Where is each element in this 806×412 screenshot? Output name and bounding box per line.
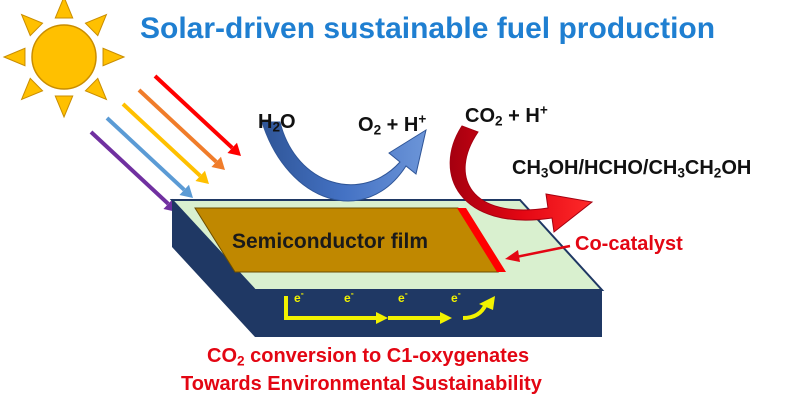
sun-ray bbox=[84, 77, 108, 101]
electron-label: e- bbox=[344, 288, 354, 305]
light-ray bbox=[121, 102, 202, 178]
sun-ray bbox=[2, 47, 26, 67]
sun-ray bbox=[20, 77, 44, 101]
light-ray bbox=[153, 74, 234, 150]
red-curved-arrow bbox=[449, 125, 594, 233]
electron-label: e- bbox=[398, 288, 408, 305]
light-rays bbox=[89, 74, 241, 212]
sun-ray bbox=[102, 47, 126, 67]
substrate-slab bbox=[169, 199, 605, 337]
footer-line-2: Towards Environmental Sustainability bbox=[181, 373, 542, 395]
electron-label: e- bbox=[294, 288, 304, 305]
light-ray bbox=[137, 88, 218, 164]
light-ray-head bbox=[211, 156, 225, 170]
co-catalyst-strip bbox=[457, 208, 506, 272]
diagram-title: Solar-driven sustainable fuel production bbox=[140, 12, 716, 45]
sun-ray bbox=[84, 13, 108, 37]
sun-ray bbox=[20, 13, 44, 37]
electron-flow-arrows bbox=[284, 296, 495, 324]
oxygen-proton-label: O2 + H+ bbox=[358, 111, 427, 138]
light-ray bbox=[89, 130, 170, 206]
products-label: CH3OH/HCHO/CH3CH2OH bbox=[512, 157, 752, 181]
semiconductor-film-label: Semiconductor film bbox=[232, 230, 429, 253]
electron-label: e- bbox=[451, 288, 461, 305]
blue-curved-arrow bbox=[261, 121, 427, 202]
sun-ray bbox=[54, 95, 74, 119]
light-ray-head bbox=[227, 142, 241, 156]
co-catalyst-label: Co-catalyst bbox=[575, 233, 683, 255]
co2-proton-label: CO2 + H+ bbox=[465, 102, 548, 129]
light-ray-head bbox=[195, 170, 209, 184]
light-ray-head bbox=[179, 184, 193, 198]
footer-line-1: CO2 conversion to C1-oxygenates bbox=[207, 345, 530, 369]
pointer-arrow bbox=[505, 244, 571, 262]
sun-icon bbox=[2, 0, 126, 119]
sun-ray bbox=[54, 0, 74, 19]
water-label: H2O bbox=[258, 111, 296, 135]
light-ray bbox=[105, 116, 186, 192]
